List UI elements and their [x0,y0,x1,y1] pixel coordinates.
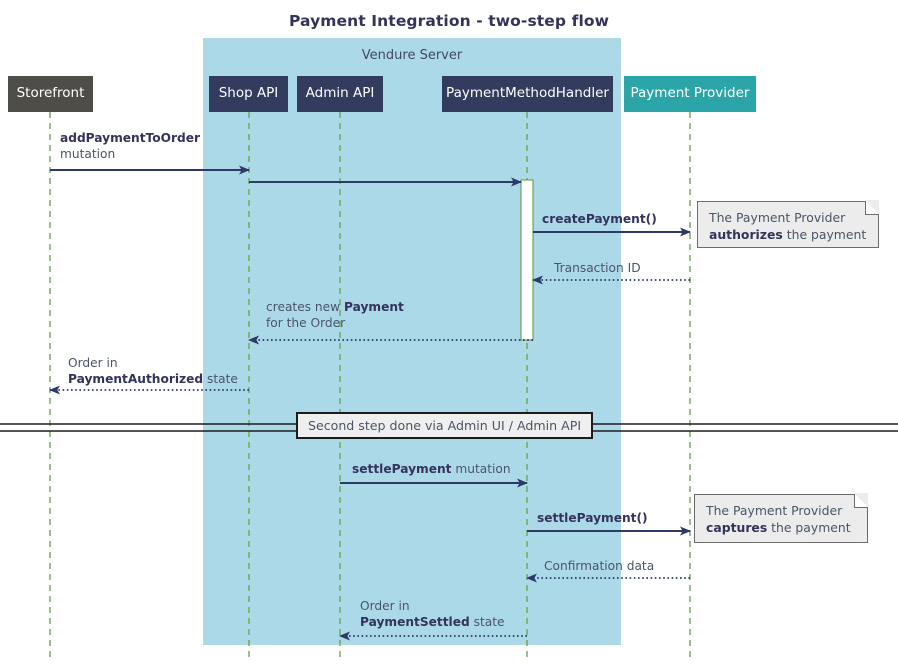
participant-admin-api[interactable]: Admin API [297,76,383,112]
message-label-m4: Transaction ID [554,261,641,275]
participant-label: PaymentMethodHandler [446,85,609,102]
group-label-vendure-server: Vendure Server [361,48,463,63]
activation-bars-layer [520,179,534,341]
message-label-m7: settlePayment mutation [352,462,511,476]
note-fold-corner-icon [854,493,868,508]
participant-payment-provider[interactable]: Payment Provider [624,76,756,112]
page-title: Payment Integration - two-step flow [288,12,610,30]
participant-label: Payment Provider [630,85,750,102]
participant-label: Admin API [305,85,375,102]
participant-label: Storefront [16,85,85,102]
message-label-m8: settlePayment() [537,511,648,525]
group-background-rect [203,38,621,645]
divider-box: Second step done via Admin UI / Admin AP… [296,412,593,439]
note-fold-corner-icon [865,200,879,215]
participant-payment-method-handler[interactable]: PaymentMethodHandler [442,76,613,112]
message-label-m3: createPayment() [542,212,657,226]
message-label-m9: Confirmation data [544,559,655,573]
participant-storefront[interactable]: Storefront [8,76,93,112]
participant-label: Shop API [218,85,279,102]
message-arrows-layer [49,165,691,641]
participant-shop-api[interactable]: Shop API [209,76,288,112]
